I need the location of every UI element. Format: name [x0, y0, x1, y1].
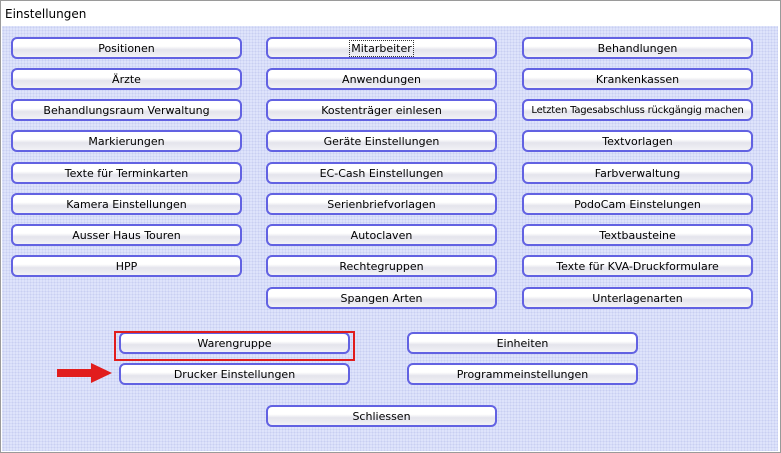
ec-cash-einstellungen-button-label: EC-Cash Einstellungen	[319, 166, 444, 180]
podocam-einstellungen-button[interactable]: PodoCam Einstelungen	[522, 193, 753, 215]
positionen-button[interactable]: Positionen	[11, 37, 242, 59]
autoclaven-button-label: Autoclaven	[350, 228, 413, 242]
farbverwaltung-button[interactable]: Farbverwaltung	[522, 162, 753, 184]
kostentraeger-einlesen-button[interactable]: Kostenträger einlesen	[266, 99, 497, 121]
red-arrow-icon	[57, 363, 112, 383]
kostentraeger-einlesen-button-label: Kostenträger einlesen	[321, 103, 442, 117]
programmeinstellungen-button[interactable]: Programmeinstellungen	[407, 363, 638, 385]
hpp-button[interactable]: HPP	[11, 255, 242, 277]
programmeinstellungen-button-label: Programmeinstellungen	[456, 367, 589, 381]
behandlungsraum-verwaltung-button-label: Behandlungsraum Verwaltung	[43, 103, 210, 117]
aerzte-button-label: Ärzte	[112, 72, 141, 86]
warengruppe-button[interactable]: Warengruppe	[119, 332, 350, 354]
hpp-button-label: HPP	[115, 259, 138, 273]
texte-fuer-kva-druckformulare-button-label: Texte für KVA-Druckformulare	[556, 259, 719, 273]
textvorlagen-button[interactable]: Textvorlagen	[522, 130, 753, 152]
mitarbeiter-button[interactable]: Mitarbeiter	[266, 37, 497, 59]
schliessen-button-label: Schliessen	[352, 409, 411, 423]
serienbriefvorlagen-button[interactable]: Serienbriefvorlagen	[266, 193, 497, 215]
positionen-button-label: Positionen	[98, 41, 155, 55]
title-bar: Einstellungen	[1, 1, 780, 26]
behandlungen-button[interactable]: Behandlungen	[522, 37, 753, 59]
highlight-box	[114, 331, 355, 361]
schliessen-button[interactable]: Schliessen	[266, 405, 497, 427]
krankenkassen-button[interactable]: Krankenkassen	[522, 68, 753, 90]
aerzte-button[interactable]: Ärzte	[11, 68, 242, 90]
rechtegruppen-button-label: Rechtegruppen	[339, 259, 424, 273]
texte-fuer-terminkarten-button-label: Texte für Terminkarten	[64, 166, 189, 180]
podocam-einstellungen-button-label: PodoCam Einstelungen	[574, 197, 701, 211]
anwendungen-button-label: Anwendungen	[342, 72, 421, 86]
ausser-haus-touren-button[interactable]: Ausser Haus Touren	[11, 224, 242, 246]
unterlagenarten-button-label: Unterlagenarten	[592, 291, 683, 305]
textbausteine-button[interactable]: Textbausteine	[522, 224, 753, 246]
warengruppe-button-label: Warengruppe	[197, 336, 272, 350]
tagesabschluss-rueckgaengig-button[interactable]: Letzten Tagesabschluss rückgängig machen	[522, 99, 753, 121]
markierungen-button-label: Markierungen	[88, 134, 165, 148]
unterlagenarten-button[interactable]: Unterlagenarten	[522, 287, 753, 309]
drucker-einstellungen-button[interactable]: Drucker Einstellungen	[119, 363, 350, 385]
mitarbeiter-button-label: Mitarbeiter	[349, 39, 414, 57]
texte-fuer-kva-druckformulare-button[interactable]: Texte für KVA-Druckformulare	[522, 255, 753, 277]
anwendungen-button[interactable]: Anwendungen	[266, 68, 497, 90]
spangen-arten-button[interactable]: Spangen Arten	[266, 287, 497, 309]
kamera-einstellungen-button-label: Kamera Einstellungen	[66, 197, 187, 211]
textvorlagen-button-label: Textvorlagen	[602, 134, 673, 148]
behandlungen-button-label: Behandlungen	[597, 41, 678, 55]
autoclaven-button[interactable]: Autoclaven	[266, 224, 497, 246]
behandlungsraum-verwaltung-button[interactable]: Behandlungsraum Verwaltung	[11, 99, 242, 121]
window-title: Einstellungen	[5, 7, 87, 21]
drucker-einstellungen-button-label: Drucker Einstellungen	[173, 367, 296, 381]
texte-fuer-terminkarten-button[interactable]: Texte für Terminkarten	[11, 162, 242, 184]
rechtegruppen-button[interactable]: Rechtegruppen	[266, 255, 497, 277]
settings-panel: Positionen Ärzte Behandlungsraum Verwalt…	[2, 26, 778, 451]
markierungen-button[interactable]: Markierungen	[11, 130, 242, 152]
tagesabschluss-rueckgaengig-button-label: Letzten Tagesabschluss rückgängig machen	[531, 104, 744, 116]
einheiten-button[interactable]: Einheiten	[407, 332, 638, 354]
geraete-einstellungen-button-label: Geräte Einstellungen	[323, 134, 440, 148]
kamera-einstellungen-button[interactable]: Kamera Einstellungen	[11, 193, 242, 215]
geraete-einstellungen-button[interactable]: Geräte Einstellungen	[266, 130, 497, 152]
einheiten-button-label: Einheiten	[496, 336, 549, 350]
serienbriefvorlagen-button-label: Serienbriefvorlagen	[327, 197, 436, 211]
farbverwaltung-button-label: Farbverwaltung	[594, 166, 681, 180]
krankenkassen-button-label: Krankenkassen	[595, 72, 680, 86]
textbausteine-button-label: Textbausteine	[599, 228, 676, 242]
ec-cash-einstellungen-button[interactable]: EC-Cash Einstellungen	[266, 162, 497, 184]
ausser-haus-touren-button-label: Ausser Haus Touren	[72, 228, 181, 242]
spangen-arten-button-label: Spangen Arten	[340, 291, 423, 305]
